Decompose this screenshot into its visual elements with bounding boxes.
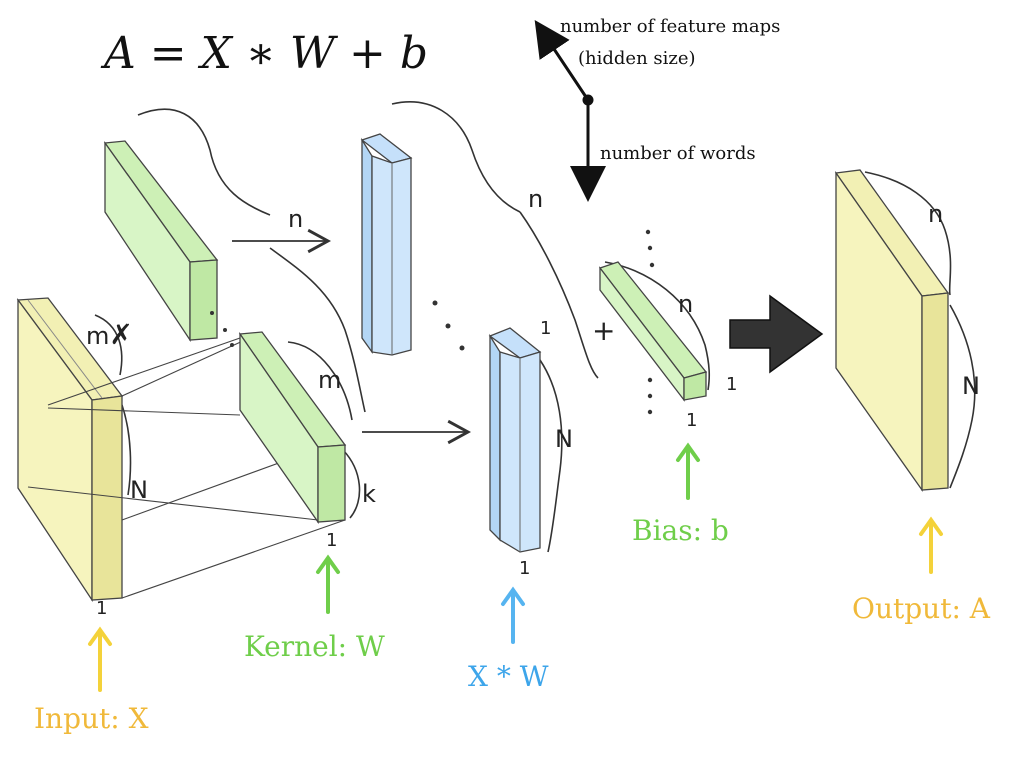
brace-top-n: [391, 101, 521, 213]
caption-bias: Bias: b: [632, 514, 729, 547]
dim-one-bias-bottom: 1: [686, 410, 698, 431]
dim-n-output: n: [928, 200, 944, 228]
brace-kernel-k: [342, 449, 361, 519]
projection-lines: [27, 337, 346, 599]
input-caption-arrow: [88, 626, 112, 692]
caption-kernel: Kernel: W: [244, 630, 385, 663]
dim-k: k: [362, 480, 376, 508]
dim-m-kernel: m: [318, 366, 342, 394]
ellipsis-dots-bias: [645, 229, 655, 415]
kernel-w-block: [238, 331, 347, 525]
dim-one-xw-bottom: 1: [519, 558, 531, 579]
axis-origin-dot: [582, 94, 594, 106]
bias-caption-arrow: [676, 442, 700, 500]
bias-front-face: [683, 371, 707, 401]
brace-kernel-m: [269, 247, 366, 413]
proj-line-5: [121, 519, 346, 599]
brace-long-n: [519, 211, 599, 379]
caption-xw: X * W: [468, 660, 549, 693]
feature-maps-label: number of feature maps: [560, 16, 781, 37]
ellipsis-dots-xw: [210, 300, 465, 351]
caption-output: Output: A: [852, 592, 991, 625]
xw-block: [488, 327, 542, 553]
proj-line-6: [27, 486, 319, 521]
brace-kernel-top: [287, 341, 353, 421]
caption-arrows: [88, 442, 943, 692]
dim-N-xw: N: [555, 425, 573, 453]
dim-one-input: 1: [96, 598, 108, 619]
plus-sign: +: [592, 314, 616, 347]
bias-b-block: [598, 261, 708, 402]
brace-input-mx: [94, 314, 123, 376]
window-front-face: [189, 259, 218, 341]
kernel-window-block: [103, 140, 219, 343]
dim-n-arrow: n: [288, 205, 304, 233]
caption-input: Input: X: [34, 702, 149, 735]
feature-maps-axis-arrow: [534, 20, 590, 101]
dim-one-xw-top: 1: [540, 318, 552, 339]
dim-N-output: N: [962, 372, 980, 400]
formula: A = X ∗ W + b: [104, 28, 429, 79]
axis-indicator: [534, 20, 606, 202]
brace-input-n: [121, 404, 132, 496]
xw-caption-arrow: [501, 586, 525, 644]
column-left-face: [361, 137, 373, 355]
output-caption-arrow: [919, 516, 943, 574]
proj-line-2: [121, 339, 246, 397]
dim-m-input: m✗: [86, 318, 133, 351]
kernel-front-face: [317, 444, 346, 523]
dim-one-kernel: 1: [326, 530, 338, 551]
brace-bias-n: [604, 261, 711, 391]
dim-one-bias-right: 1: [726, 374, 738, 395]
kernel-caption-arrow: [316, 554, 340, 614]
brace-xw-n: [539, 359, 563, 553]
input-front-face: [91, 395, 123, 601]
brace-output-N: [949, 304, 976, 489]
words-label: number of words: [600, 143, 756, 164]
dim-n-bias: n: [678, 290, 694, 318]
proj-line-1: [47, 337, 241, 406]
output-a-block: [834, 169, 950, 493]
input-inner-edge: [27, 299, 103, 399]
dim-N-input: N: [130, 476, 148, 504]
proj-line-3: [47, 407, 241, 416]
xw-single-column: [360, 133, 413, 356]
brace-output-n: [864, 171, 952, 296]
xw-left-face: [489, 333, 501, 542]
result-arrow: [729, 294, 824, 374]
hidden-size-label: (hidden size): [578, 48, 696, 69]
brace-top-kernel: [137, 108, 271, 216]
output-front-face: [921, 292, 949, 491]
dim-n-top: n: [528, 185, 544, 213]
